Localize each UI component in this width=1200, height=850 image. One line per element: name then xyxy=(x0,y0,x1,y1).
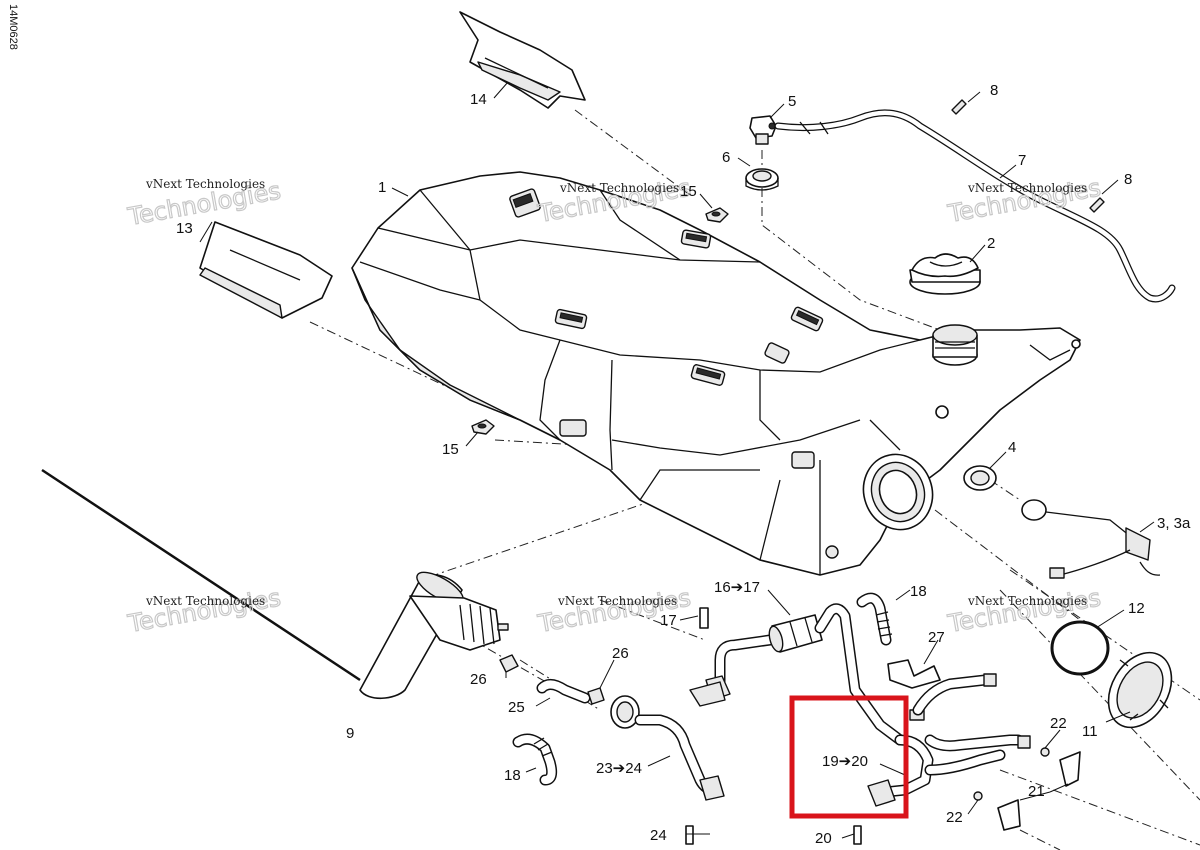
label-18a: 18 xyxy=(910,583,927,600)
part-7-vent-hose xyxy=(774,109,1176,303)
label-16-17: 16➔17 xyxy=(714,579,760,596)
watermark-5: Technologies vNext Technologies xyxy=(535,583,694,639)
part-18-hose-lower xyxy=(512,733,558,786)
label-23-24: 23➔24 xyxy=(596,760,642,777)
part-11-lock-ring xyxy=(1107,651,1173,729)
label-5: 5 xyxy=(788,93,796,110)
label-22b: 22 xyxy=(946,809,963,826)
part-20-clamp xyxy=(853,825,862,845)
part-14-heat-shield xyxy=(459,11,586,109)
part-17-clamp xyxy=(689,607,726,707)
label-17: 17 xyxy=(660,612,677,629)
svg-text:Technologies: Technologies xyxy=(535,584,693,639)
label-26a: 26 xyxy=(470,671,487,688)
svg-text:vNext Technologies: vNext Technologies xyxy=(557,594,677,608)
part-21-bracket xyxy=(997,751,1081,831)
highlight-callout-box xyxy=(789,695,909,819)
label-12: 12 xyxy=(1128,600,1145,617)
label-8b: 8 xyxy=(1124,171,1132,188)
label-27: 27 xyxy=(928,629,945,646)
label-4: 4 xyxy=(1008,439,1016,456)
svg-text:vNext Technologies: vNext Technologies xyxy=(145,594,265,608)
label-11: 11 xyxy=(1082,723,1098,740)
part-24-clamp xyxy=(685,825,694,845)
doc-code: 14M0628 xyxy=(7,4,19,50)
label-25: 25 xyxy=(508,699,525,716)
svg-text:vNext Technologies: vNext Technologies xyxy=(145,177,265,191)
label-7: 7 xyxy=(1018,152,1026,169)
watermark-4: Technologies vNext Technologies xyxy=(125,583,284,639)
label-1: 1 xyxy=(378,179,386,196)
part-1-fuel-tank xyxy=(351,171,1081,576)
label-24: 24 xyxy=(650,827,667,844)
label-21: 21 xyxy=(1028,783,1045,800)
label-20: 20 xyxy=(815,830,832,847)
part-5-vent-valve xyxy=(749,115,777,145)
svg-text:vNext Technologies: vNext Technologies xyxy=(559,181,679,195)
watermark-1: Technologies vNext Technologies xyxy=(125,176,284,232)
label-13: 13 xyxy=(176,220,193,237)
label-15b: 15 xyxy=(442,441,459,458)
svg-text:vNext Technologies: vNext Technologies xyxy=(967,594,1087,608)
part-26-fitting xyxy=(499,654,605,705)
part-6-grommet xyxy=(745,168,779,191)
svg-text:Technologies: Technologies xyxy=(125,584,283,639)
part-2-fuel-cap xyxy=(909,253,981,295)
label-3: 3, 3a xyxy=(1157,515,1191,532)
label-22a: 22 xyxy=(1050,715,1067,732)
part-25-hose xyxy=(536,679,591,704)
part-8-hose-clip xyxy=(951,99,1105,213)
label-6: 6 xyxy=(722,149,730,166)
label-15a: 15 xyxy=(680,183,697,200)
label-19-20: 19➔20 xyxy=(822,753,868,770)
label-18b: 18 xyxy=(504,767,521,784)
part-27-clip xyxy=(887,659,941,689)
svg-text:vNext Technologies: vNext Technologies xyxy=(967,181,1087,195)
part-23-regulator xyxy=(610,695,725,801)
label-9: 9 xyxy=(346,725,354,742)
part-16-fuel-filter xyxy=(705,603,906,746)
part-9-fuel-pump xyxy=(41,465,509,700)
part-4-grommet xyxy=(963,465,997,491)
part-18-hose-upper xyxy=(856,592,893,646)
part-3-level-sensor xyxy=(1021,499,1161,579)
label-26b: 26 xyxy=(612,645,629,662)
label-14: 14 xyxy=(470,91,487,108)
part-12-o-ring xyxy=(1050,620,1110,676)
part-labels: 1 2 3, 3a 4 5 6 7 8 8 9 11 12 13 14 15 1… xyxy=(176,82,1191,847)
label-2: 2 xyxy=(987,235,995,252)
label-8a: 8 xyxy=(990,82,998,99)
fuel-hose-assembly xyxy=(912,673,1031,776)
part-13-heat-shield xyxy=(199,221,333,319)
leader-lines xyxy=(199,81,1155,839)
part-15-nut xyxy=(471,207,729,435)
